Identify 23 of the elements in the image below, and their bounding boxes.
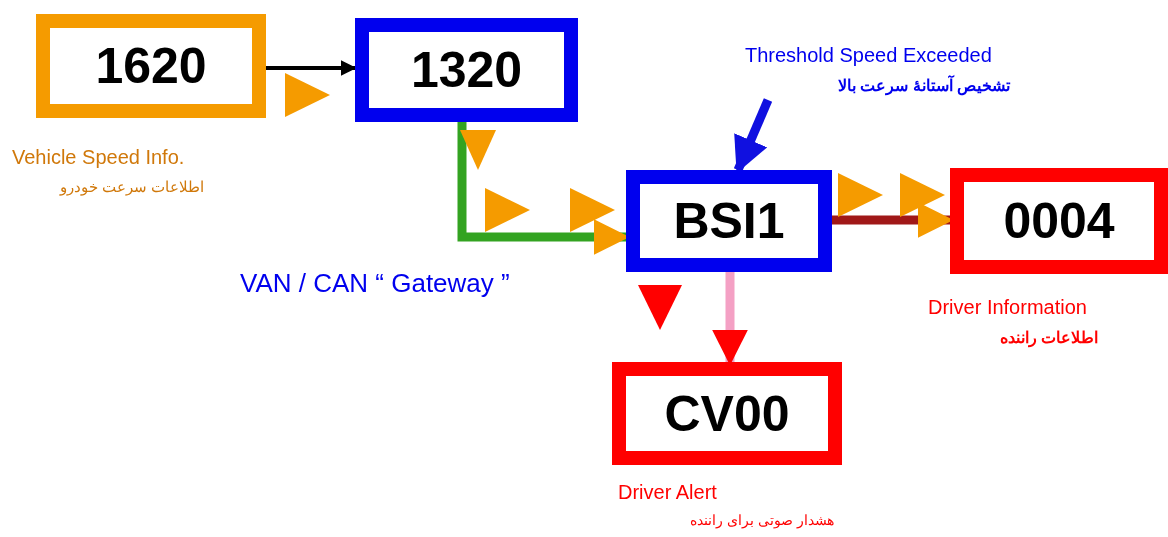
node-label: BSI1 [673,192,785,250]
flow-chevron [570,188,615,232]
flow-chevron [485,188,530,232]
node-label: تشخیص آستانهٔ سرعت بالا [838,76,1011,95]
node-label: اطلاعات راننده [1000,328,1099,347]
flow-chevron [900,173,945,217]
flow-chevron [285,73,330,117]
node-label: 1320 [410,41,523,99]
node-label: Threshold Speed Exceeded [745,44,992,67]
connector-arrow [266,60,357,76]
network-label: VAN / CAN “ Gateway ” [240,268,510,299]
node-box [355,18,578,122]
node-label: اطلاعات سرعت خودرو [60,178,205,196]
flow-chevron [638,285,682,330]
node-label: 0004 [1003,192,1115,250]
node-label: Driver Information [928,296,1087,319]
node-label: CV00 [664,384,790,443]
flow-chevron [460,130,496,170]
node-label: Driver Alert [618,481,717,504]
node-label: Vehicle Speed Info. [12,146,185,169]
flow-chevron [838,173,883,217]
node-label: 1620 [95,37,207,95]
node-label: هشدار صوتی برای راننده [690,512,834,528]
